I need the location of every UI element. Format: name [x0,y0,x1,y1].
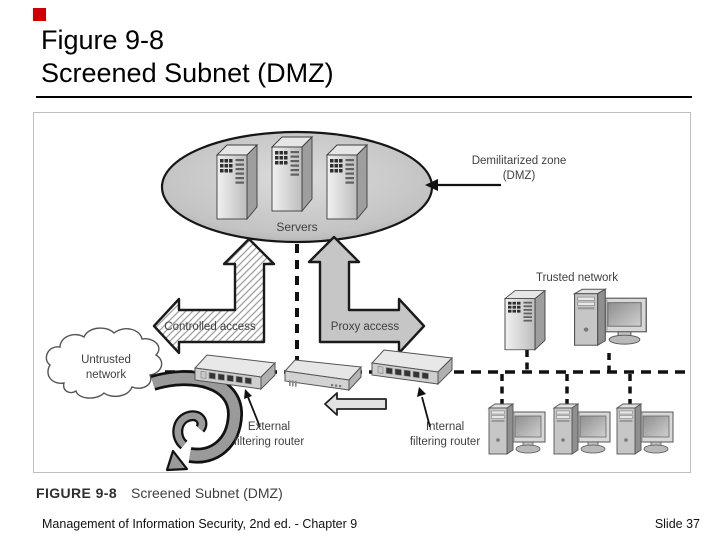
external-router-pointer [247,396,261,428]
dmz-label-line2: (DMZ) [503,170,536,182]
internal-router-label-line1: Internal [426,421,464,433]
slide-title: Figure 9-8 Screened Subnet (DMZ) [41,24,334,90]
external-router-label-line1: External [248,421,290,433]
internal-router-pointer [421,396,431,428]
slide-title-line2: Screened Subnet (DMZ) [41,58,334,88]
slide-title-line1: Figure 9-8 [41,25,165,55]
traffic-left-arrow [324,392,387,416]
servers-label: Servers [276,220,317,234]
proxy-hub-icon [284,359,362,391]
untrusted-network-cloud [45,327,163,399]
controlled-access-arrow [152,237,276,355]
figure-caption-title: Screened Subnet (DMZ) [131,485,283,501]
server-tower-icon [216,144,258,220]
trusted-server-tower-icon [504,290,546,351]
external-router-pointer-head [244,389,252,399]
title-underline [36,96,692,98]
slide-bullet-square [33,8,46,21]
server-tower-icon [271,136,313,212]
internal-filtering-router-icon [371,349,453,385]
workstation-icon [616,403,674,455]
untrusted-label-line2: network [86,369,127,381]
footer-course-text: Management of Information Security, 2nd … [42,517,358,531]
curved-flow-arrow [150,370,243,472]
workstation-icon [488,403,546,455]
dmz-label-line1: Demilitarized zone [472,155,567,167]
internal-router-pointer-head [417,387,426,397]
dmz-network-diagram: Servers Demilitarized zone (DMZ) Control… [45,130,687,472]
untrusted-label-line1: Untrusted [81,354,131,366]
external-router-label-line2: filtering router [234,436,304,448]
dmz-callout-arrowhead [425,179,438,191]
trusted-network-label: Trusted network [536,272,618,284]
footer-slide-number: Slide 37 [654,517,700,531]
workstation-icon [553,403,611,455]
server-tower-icon [326,144,368,220]
trusted-workstation-icon [573,288,647,346]
figure-caption-label: FIGURE 9-8 [36,485,118,501]
internal-router-label-line2: filtering router [410,436,480,448]
controlled-access-label: Controlled access [164,321,256,333]
figure-caption: FIGURE 9-8 Screened Subnet (DMZ) [36,485,283,501]
proxy-access-arrow [307,235,426,355]
figure-box: Servers Demilitarized zone (DMZ) Control… [33,112,691,473]
proxy-access-label: Proxy access [331,321,400,333]
